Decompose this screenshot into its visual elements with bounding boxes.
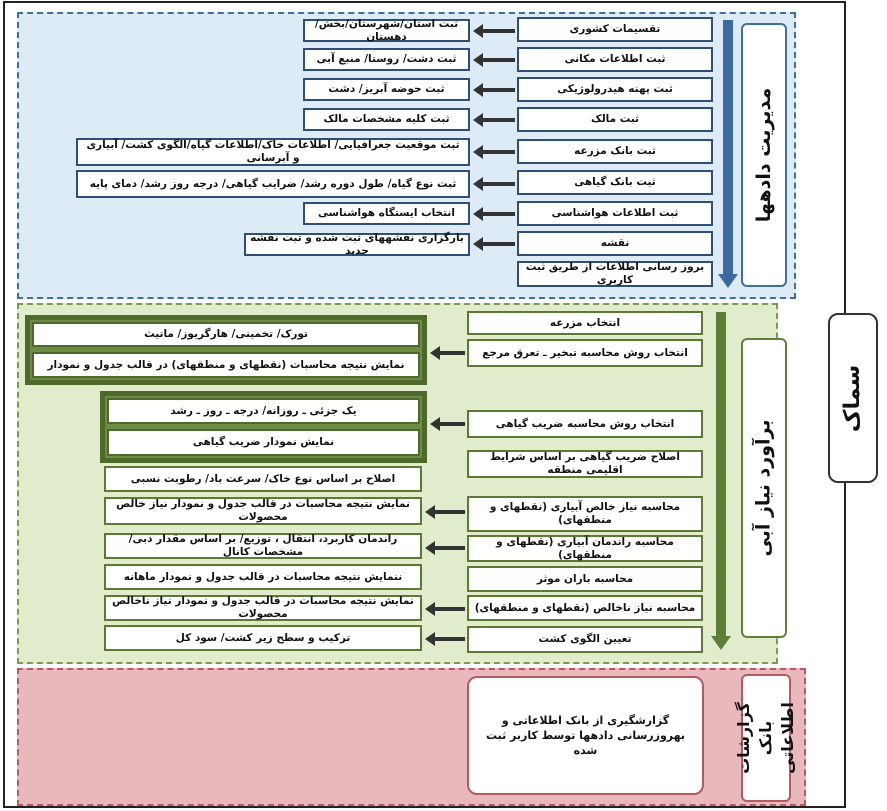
flow-arrow: [425, 632, 465, 646]
dm-item-label: ثبت پهنه هیدرولوژیکی: [517, 77, 713, 102]
flow-arrow: [473, 24, 515, 38]
et-results-box: نمایش نتیجه محاسبات (نقطهای و منطقهای) د…: [32, 352, 420, 378]
wd-detail-box: راندمان کاربرد، انتقال ، توزیع/ بر اساس …: [104, 533, 422, 559]
dm-item-detail: بارگزاری نقشههای ثبت شده و ثبت نقشه جدید: [244, 232, 470, 257]
water-demand-label: برآورد نیاز آبی: [741, 338, 787, 638]
calc-flow-down-arrow: [711, 312, 731, 654]
flow-arrow: [473, 113, 515, 127]
kc-methods-group: یک جزئی ـ روزانه/ درجه ـ روز ـ رشد نمایش…: [100, 391, 427, 463]
samak-label: سماک: [828, 313, 878, 483]
wd-step-box: تعیین الگوی کشت: [467, 626, 703, 653]
dm-item-detail: انتخاب ایستگاه هواشناسی: [303, 202, 470, 225]
dm-item-label: ثبت اطلاعات مکانی: [517, 47, 713, 72]
flow-arrow: [425, 541, 465, 555]
flow-arrow: [425, 505, 465, 519]
wd-detail-box: اصلاح بر اساس نوع خاک/ سرعت باد/ رطوبت ن…: [104, 466, 422, 492]
reports-label: گزارشات بانک اطلاعاتی: [734, 674, 797, 802]
wd-step-box: اصلاح ضریب گیاهی بر اساس شرایط اقلیمی من…: [467, 450, 703, 478]
et-methods-box: تورک/ تخمینی/ هارگریوز/ ماتیث: [32, 322, 420, 347]
wd-step-box: محاسبه باران موثر: [467, 566, 703, 592]
flow-arrow: [430, 417, 465, 431]
wd-step-box: انتخاب مزرعه: [467, 311, 703, 335]
dm-last-box: بروز رسانی اطلاعات از طریق ثبت کاربری: [517, 261, 713, 287]
reports-box: گزارشگیری از بانک اطلاعاتی و بهروزرسانی …: [467, 676, 704, 795]
dm-item-label: ثبت مالک: [517, 107, 713, 132]
wd-detail-box: نمایش نتیجه محاسبات در قالب جدول و نمودا…: [104, 497, 422, 525]
flow-arrow: [430, 346, 465, 360]
wd-detail-box: نمایش نتیجه محاسبات در قالب جدول و نمودا…: [104, 595, 422, 621]
flow-arrow: [473, 207, 515, 221]
dm-item-detail: ثبت استان/شهرستان/بخش/دهستان: [303, 18, 470, 43]
flow-arrow: [473, 145, 515, 159]
flow-arrow: [473, 177, 515, 191]
wd-detail-box: ترکیب و سطح زیر کشت/ سود کل: [104, 625, 422, 651]
dm-item-detail: ثبت کلیه مشخصات مالک: [303, 108, 470, 131]
dm-item-detail: ثبت موقعیت جغرافیایی/ اطلاعات خاک/اطلاعا…: [76, 138, 470, 166]
data-management-label: مدیریت دادهها: [741, 23, 787, 287]
flow-arrow: [473, 237, 515, 251]
kc-methods-box: یک جزئی ـ روزانه/ درجه ـ روز ـ رشد: [107, 398, 420, 424]
wd-step-box: انتخاب روش محاسبه ضریب گیاهی: [467, 410, 703, 438]
wd-step-box: محاسبه راندمان آبیاری (نقطهای و منطقهای): [467, 535, 703, 562]
dm-item-label: ثبت بانک گیاهی: [517, 170, 713, 195]
flow-arrow: [473, 53, 515, 67]
data-flow-down-arrow: [718, 20, 738, 288]
wd-detail-box: ننمایش نتیجه محاسبات در قالب جدول و نمود…: [104, 564, 422, 590]
flow-arrow: [473, 83, 515, 97]
et-methods-group: تورک/ تخمینی/ هارگریوز/ ماتیث نمایش نتیج…: [25, 315, 427, 385]
dm-item-label: ثبت اطلاعات هواشناسی: [517, 201, 713, 226]
dm-item-label: نقشه: [517, 231, 713, 256]
flow-arrow: [425, 602, 465, 616]
wd-step-box: انتخاب روش محاسبه تبخیر ـ تعرق مرجع: [467, 339, 703, 367]
dm-item-detail: ثبت حوضه آبریز/ دشت: [303, 78, 470, 101]
wd-step-box: محاسبه نیاز ناخالص (نقطهای و منطقهای): [467, 595, 703, 621]
dm-item-detail: ثبت دشت/ روستا/ منبع آبی: [303, 48, 470, 71]
dm-item-detail: ثبت نوع گیاه/ طول دوره رشد/ ضرایب گیاهی/…: [76, 170, 470, 198]
kc-chart-box: نمایش نمودار ضریب گیاهی: [107, 429, 420, 456]
wd-step-box: محاسبه نیاز خالص آبیاری (نقطهای و منطقها…: [467, 496, 703, 532]
dm-item-label: تقسیمات کشوری: [517, 17, 713, 42]
dm-item-label: ثبت بانک مزرعه: [517, 139, 713, 164]
